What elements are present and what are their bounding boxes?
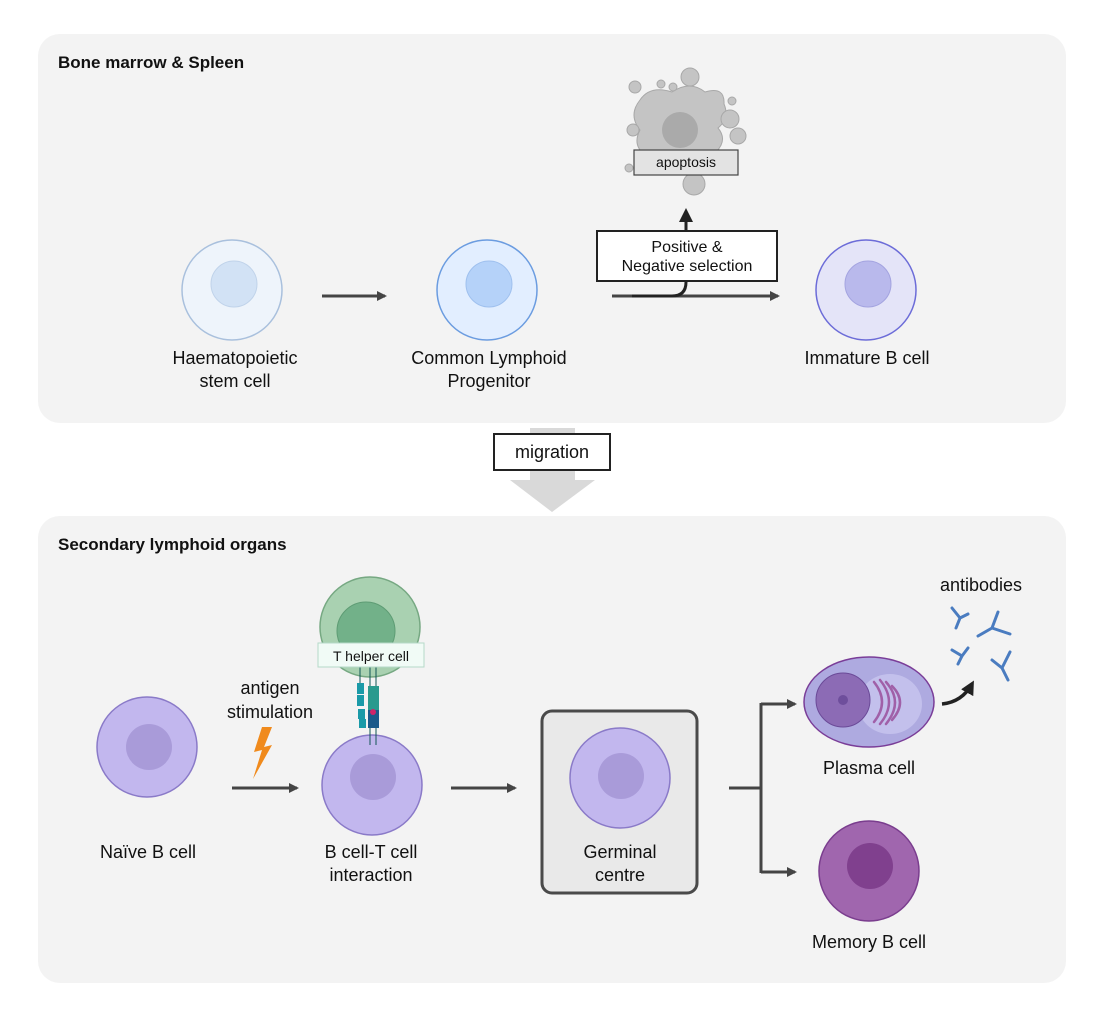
panel-title-top: Bone marrow & Spleen xyxy=(58,53,244,72)
antigen-label-1: antigen xyxy=(240,678,299,698)
lightning-icon xyxy=(253,727,272,779)
migration-label-box: migration xyxy=(493,433,611,471)
arrow-to-antibodies xyxy=(941,680,974,706)
naive-label: Naïve B cell xyxy=(100,842,196,862)
clp-label-2: Progenitor xyxy=(447,371,530,391)
migration-label: migration xyxy=(515,442,589,462)
clp-label-1: Common Lymphoid xyxy=(411,348,566,368)
t-helper-label: T helper cell xyxy=(333,648,409,664)
receptor-complex-icon xyxy=(357,667,379,745)
plasma-cell xyxy=(803,656,935,748)
panel-title-bottom: Secondary lymphoid organs xyxy=(58,535,287,554)
germinal-label-2: centre xyxy=(595,865,645,885)
common-lymphoid-progenitor-cell xyxy=(436,239,538,341)
naive-b-cell xyxy=(96,696,198,798)
arrow-to-apoptosis xyxy=(632,208,693,298)
b-cell-interacting xyxy=(321,734,423,836)
plasma-label: Plasma cell xyxy=(823,758,915,778)
selection-label-2: Negative selection xyxy=(622,258,753,275)
hsc-label-2: stem cell xyxy=(199,371,270,391)
hsc-label-1: Haematopoietic xyxy=(172,348,297,368)
apoptosis-label: apoptosis xyxy=(656,154,716,170)
interaction-label-1: B cell-T cell xyxy=(325,842,418,862)
bone-marrow-panel xyxy=(38,34,1066,423)
interaction-label-2: interaction xyxy=(329,865,412,885)
antibodies-label: antibodies xyxy=(940,575,1022,595)
apoptotic-cell xyxy=(624,67,747,196)
memory-b-cell xyxy=(818,820,920,922)
branch-arrows xyxy=(729,699,797,877)
immature-b-cell xyxy=(815,239,917,341)
selection-box: Positive & Negative selection xyxy=(596,230,778,282)
memory-label: Memory B cell xyxy=(812,932,926,952)
antibody-icons xyxy=(950,606,1012,682)
germinal-label-1: Germinal xyxy=(583,842,656,862)
antigen-label-2: stimulation xyxy=(227,702,313,722)
germinal-centre-b-cell xyxy=(569,727,671,829)
selection-label-1: Positive & xyxy=(651,239,722,256)
immature-label: Immature B cell xyxy=(804,348,929,368)
t-helper-label-box: T helper cell xyxy=(317,642,425,668)
haematopoietic-stem-cell xyxy=(181,239,283,341)
apoptosis-label-box: apoptosis xyxy=(633,149,739,176)
